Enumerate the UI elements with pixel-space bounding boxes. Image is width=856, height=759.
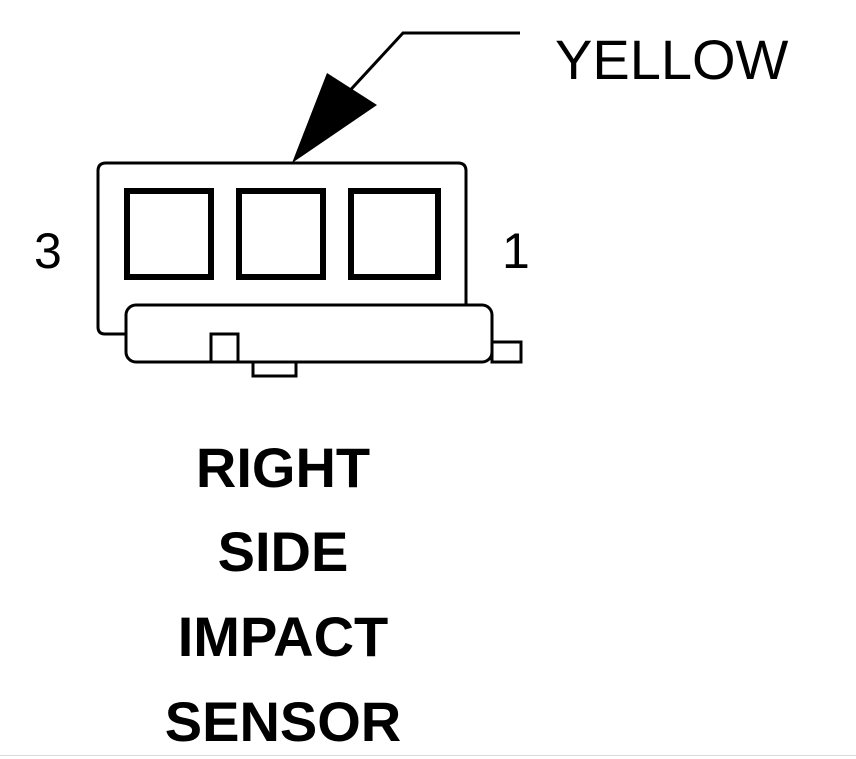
leader-arrowhead	[292, 73, 377, 163]
pin-label-left: 3	[34, 223, 62, 279]
callout-leader	[292, 31, 520, 163]
pin-cavity-2	[236, 188, 326, 280]
connector-housing	[96, 161, 468, 336]
pin-cavity-3	[124, 188, 214, 280]
title-line-2: SIDE	[218, 520, 349, 583]
component-title: RIGHT SIDE IMPACT SENSOR	[165, 436, 402, 753]
connector-lock-bar	[124, 303, 494, 364]
pin-cavity-1	[348, 188, 441, 280]
bottom-divider	[0, 755, 856, 756]
pin-label-right: 1	[502, 223, 530, 279]
lock-tab-upper	[209, 332, 240, 364]
title-line-4: SENSOR	[165, 690, 402, 753]
lock-tab-right	[490, 340, 523, 364]
connector	[96, 161, 523, 378]
wire-color-label: YELLOW	[555, 28, 789, 91]
leader-line	[341, 31, 520, 100]
title-line-3: IMPACT	[178, 605, 389, 668]
lock-tab-lower	[251, 360, 298, 378]
title-line-1: RIGHT	[196, 436, 370, 499]
